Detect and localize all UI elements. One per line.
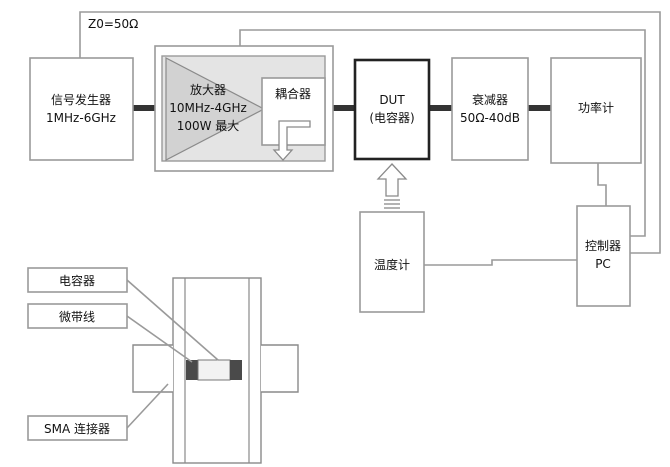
attenuator-value: 50Ω-40dB xyxy=(460,111,520,125)
callout-microstrip-label: 微带线 xyxy=(59,310,95,324)
coupler-block: 耦合器 xyxy=(261,77,326,161)
amplifier-triangle-icon xyxy=(165,57,266,161)
capacitor-right-terminal xyxy=(230,360,242,380)
coupler-arrow-icon xyxy=(272,120,311,161)
amplifier-block: 放大器 10MHz-4GHz 100W 最大 xyxy=(154,45,334,172)
amplifier-power: 100W 最大 xyxy=(177,119,240,133)
signal-generator-block: 信号发生器 1MHz-6GHz xyxy=(29,57,134,161)
callout-microstrip: 微带线 xyxy=(27,303,193,363)
wiring xyxy=(79,11,661,266)
wire-thermometer-controller xyxy=(424,259,577,266)
dut-name: DUT xyxy=(379,93,405,107)
wire-coupler-loop xyxy=(239,29,646,237)
test-fixture-drawing xyxy=(132,277,299,464)
power-meter-name: 功率计 xyxy=(578,100,614,115)
thermometer-block: 温度计 xyxy=(359,211,425,313)
controller-name: 控制器 xyxy=(585,239,621,253)
power-meter-block: 功率计 xyxy=(550,57,642,164)
controller-block: 控制器 PC xyxy=(576,205,631,307)
amplifier-range: 10MHz-4GHz xyxy=(169,101,247,115)
coupler-name: 耦合器 xyxy=(275,86,311,101)
attenuator-name: 衰减器 xyxy=(472,92,508,107)
wire-powermeter-controller xyxy=(597,163,607,206)
sma-flange xyxy=(132,344,299,393)
capacitor-body xyxy=(197,359,231,381)
amplifier-name: 放大器 xyxy=(190,82,226,97)
dut-subtitle: (电容器) xyxy=(369,110,414,125)
controller-pc: PC xyxy=(595,257,611,271)
heat-arrow-icon xyxy=(376,163,408,209)
impedance-label: Z0=50Ω xyxy=(88,17,138,31)
callout-capacitor-label: 电容器 xyxy=(59,273,95,288)
signal-generator-range: 1MHz-6GHz xyxy=(46,111,116,125)
callout-sma-connector: SMA 连接器 xyxy=(27,383,169,441)
wire-outer-loop xyxy=(79,11,661,254)
callout-sma-label: SMA 连接器 xyxy=(44,421,110,436)
signal-generator-name: 信号发生器 xyxy=(51,92,111,107)
thermometer-name: 温度计 xyxy=(374,257,410,272)
callout-capacitor: 电容器 xyxy=(27,267,219,361)
dut-block: DUT (电容器) xyxy=(353,58,431,161)
attenuator-block: 衰减器 50Ω-40dB xyxy=(451,57,529,161)
capacitor-left-terminal xyxy=(186,360,198,380)
